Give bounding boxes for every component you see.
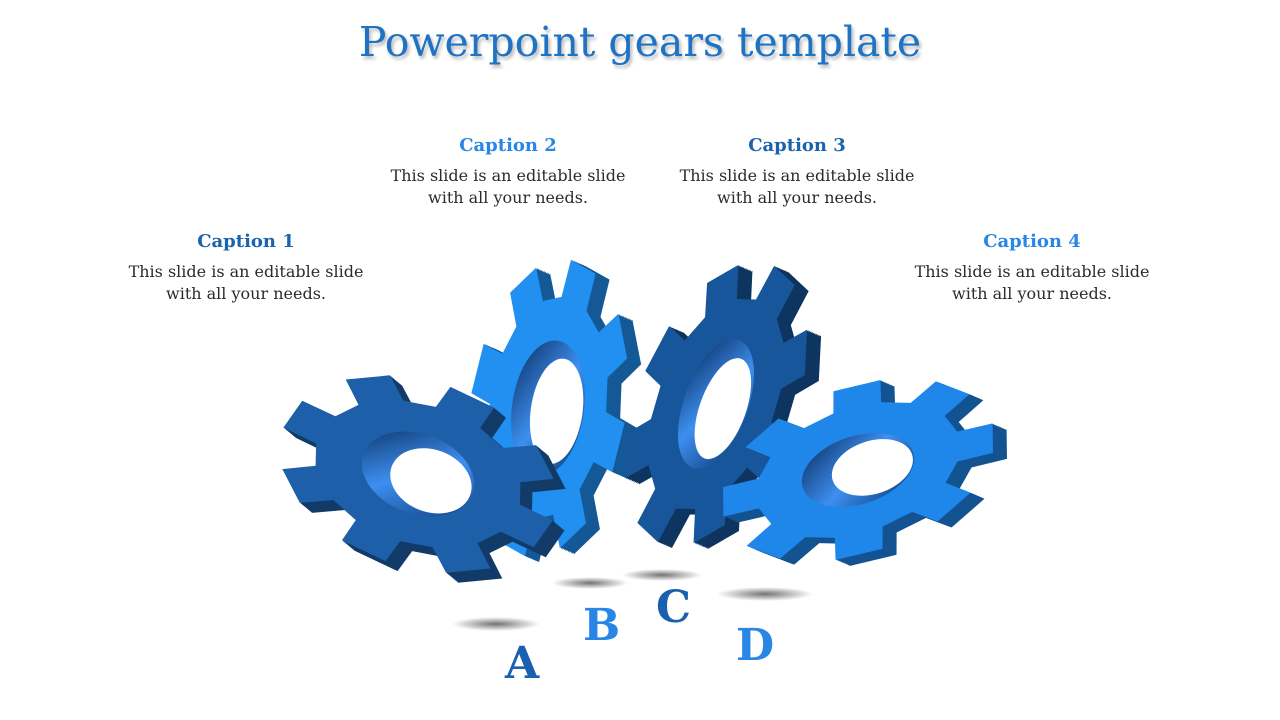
caption-text-4: This slide is an editable slide with all… <box>914 262 1150 303</box>
gear-b-shadow <box>552 577 628 589</box>
caption-text-2: This slide is an editable slide with all… <box>390 166 626 207</box>
gear-letter-b: B <box>583 600 621 651</box>
gear-a-icon <box>282 375 566 583</box>
caption-heading-4: Caption 4 <box>983 231 1081 252</box>
gear-d-icon <box>723 380 1007 566</box>
gear-a-shadow <box>452 617 540 631</box>
caption-text-1: This slide is an editable slide with all… <box>128 262 364 303</box>
caption-block-4: Caption 4 This slide is an editable slid… <box>902 230 1162 305</box>
caption-block-1: Caption 1 This slide is an editable slid… <box>116 230 376 305</box>
slide-title: Powerpoint gears template <box>358 18 922 66</box>
caption-heading-2: Caption 2 <box>459 135 557 156</box>
caption-heading-3: Caption 3 <box>748 135 846 156</box>
gear-letter-d: D <box>736 620 775 671</box>
gear-letter-a: A <box>505 638 540 689</box>
caption-block-2: Caption 2 This slide is an editable slid… <box>378 134 638 209</box>
caption-block-3: Caption 3 This slide is an editable slid… <box>667 134 927 209</box>
caption-text-3: This slide is an editable slide with all… <box>679 166 915 207</box>
caption-heading-1: Caption 1 <box>197 231 295 252</box>
gear-d-shadow <box>717 587 813 601</box>
gear-letter-c: C <box>656 582 692 633</box>
gear-c-shadow <box>622 569 702 581</box>
